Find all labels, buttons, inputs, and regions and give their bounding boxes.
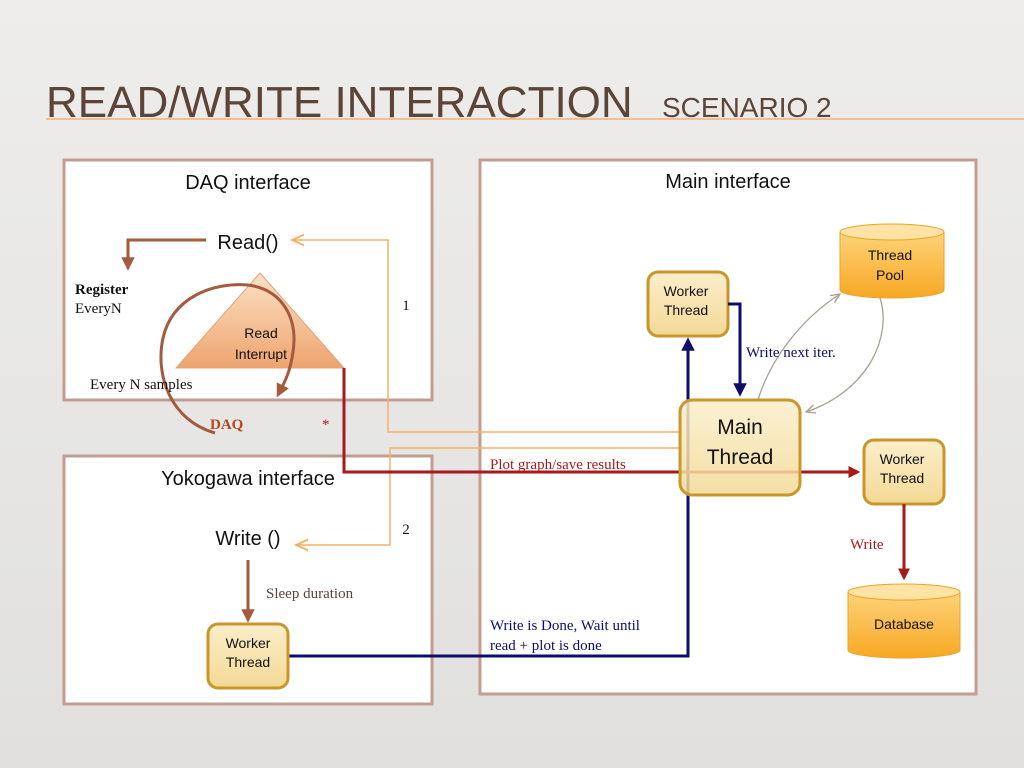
thread-pool-cylinder <box>839 223 945 299</box>
connector-label-2: 2 <box>402 522 410 538</box>
write-label: Write <box>850 537 884 553</box>
worker-top-line2: Thread <box>664 302 708 318</box>
interrupt-line2: Interrupt <box>235 346 287 362</box>
database-cylinder <box>847 583 961 659</box>
main-thread-box <box>678 398 802 497</box>
connector-label-1: 1 <box>402 298 410 314</box>
worker-right-line2: Thread <box>880 470 924 486</box>
worker-right-line1: Worker <box>880 451 925 467</box>
yokogawa-panel-title: Yokogawa interface <box>161 468 335 490</box>
main-panel-title: Main interface <box>665 171 791 193</box>
write-next-label: Write next iter. <box>746 345 836 361</box>
daq-panel-title: DAQ interface <box>185 172 311 194</box>
thread-pool-line2: Pool <box>876 267 904 283</box>
worker-top-line1: Worker <box>664 283 709 299</box>
write-connector-line <box>296 447 683 545</box>
done-line1: Write is Done, Wait until <box>490 618 640 634</box>
yokogawa-worker-line2: Thread <box>226 654 270 670</box>
sleep-label: Sleep duration <box>266 586 354 602</box>
interrupt-line1: Read <box>244 325 277 341</box>
read-call-label: Read() <box>217 232 278 254</box>
register-arrow <box>121 238 206 271</box>
daq-loop-arrow <box>159 283 296 435</box>
every-n-label: Every N samples <box>90 377 193 393</box>
write-next-arrow <box>728 302 747 397</box>
plot-graph-label: Plot graph/save results <box>490 457 626 473</box>
yokogawa-worker-line1: Worker <box>226 635 271 651</box>
title-main: READ/WRITE INTERACTION <box>46 78 633 127</box>
thread-pool-request-arrow <box>757 294 840 401</box>
title-sub: SCENARIO 2 <box>662 92 832 123</box>
thread-pool-return-arrow <box>806 297 884 412</box>
yokogawa-worker-thread <box>206 622 290 690</box>
asterisk-label: * <box>322 417 330 433</box>
read-connector-line <box>292 240 683 433</box>
main-thread-line1: Main <box>717 416 763 439</box>
done-line2: read + plot is done <box>490 638 602 654</box>
database-label: Database <box>874 616 934 632</box>
register-label: Register <box>75 282 129 298</box>
thread-pool-line1: Thread <box>868 247 912 263</box>
daq-label: DAQ <box>210 417 244 433</box>
write-call-label: Write () <box>215 528 280 550</box>
main-thread-line2: Thread <box>707 446 774 469</box>
register-value: EveryN <box>75 301 122 317</box>
read-interrupt-triangle <box>174 272 346 369</box>
